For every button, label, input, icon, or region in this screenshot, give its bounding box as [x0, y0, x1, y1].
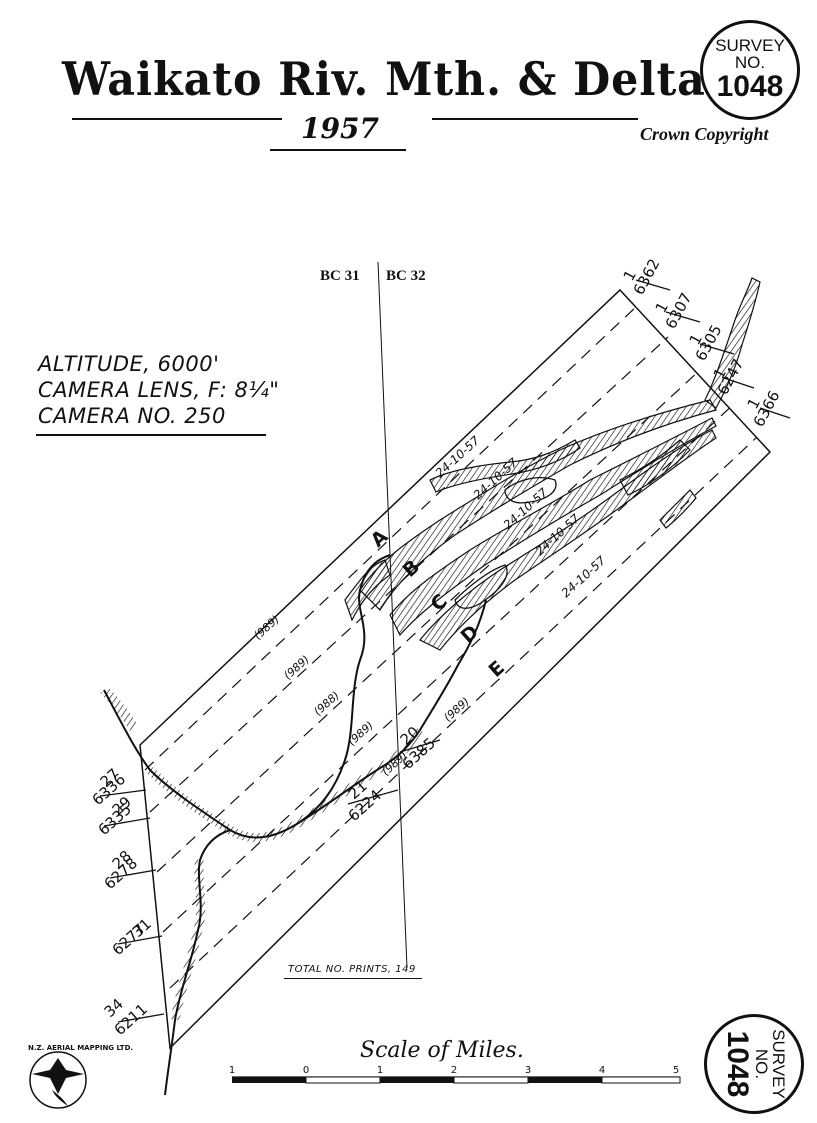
scale-segment-1 — [232, 1077, 306, 1083]
island-c — [454, 564, 508, 609]
coast-hatch-south-bank — [297, 727, 424, 826]
run-line-2 — [149, 336, 669, 813]
scale-bar: 1 0 1 2 3 4 5 — [229, 1065, 681, 1084]
tick-6336 — [99, 789, 147, 797]
tick-6305 — [699, 343, 735, 355]
logo-ring — [29, 1051, 87, 1109]
survey-year: 1957 — [301, 112, 379, 145]
island-a — [344, 559, 391, 622]
channel-a — [359, 399, 717, 611]
delta-islands — [454, 477, 557, 609]
scale-segment-6 — [601, 1076, 681, 1084]
southern-branch — [619, 439, 691, 496]
run-id-label: (989) — [281, 653, 312, 682]
camera-lens-text: CAMERA LENS, F: 8¼" — [38, 378, 280, 402]
tick-6211 — [117, 1013, 165, 1023]
scale-segment-2 — [305, 1076, 381, 1084]
survey-number-stamp: SURVEY NO. 1048 — [700, 20, 800, 120]
total-prints-note: TOTAL NO. PRINTS, 149 — [288, 964, 416, 975]
camera-number-text: CAMERA NO. 250 — [38, 404, 226, 428]
tick-6247 — [723, 377, 755, 389]
print-number-ticks — [99, 279, 791, 1023]
run-id-label: (989) — [251, 613, 282, 642]
run-letter-e: E — [485, 657, 509, 682]
info-underline — [36, 434, 266, 436]
tick-6224 — [347, 789, 399, 805]
scale-tick-labels: 1 0 1 2 3 4 5 — [229, 1065, 679, 1076]
coast-hatch-north — [100, 686, 139, 731]
tick-6366 — [759, 407, 791, 419]
aerial-mapping-logo: N.Z. AERIAL MAPPING LTD. — [28, 1044, 133, 1109]
tick-6385 — [399, 739, 441, 753]
scale-title: Scale of Miles. — [360, 1038, 524, 1063]
run-id-label: (988) — [311, 689, 342, 718]
logo-text: N.Z. AERIAL MAPPING LTD. — [28, 1044, 133, 1052]
run-line-1 — [144, 304, 639, 771]
stamp-no-label: NO. — [734, 53, 766, 72]
scale-tick-2: 1 — [377, 1065, 383, 1076]
total-prints-underline — [284, 978, 422, 979]
scale-segment-4 — [453, 1076, 529, 1084]
run-line-4 — [162, 402, 736, 933]
grid-label-bc31: BC 31 — [320, 268, 360, 284]
northern-channel — [429, 439, 581, 493]
title-rule-right — [432, 118, 638, 120]
year-underline — [270, 149, 406, 151]
run-line-3 — [156, 369, 701, 873]
flight-run-lines — [144, 304, 758, 989]
coast-hatch-south — [170, 859, 206, 1021]
logo-nz-map-icon — [52, 1090, 68, 1106]
upstream-river — [704, 277, 761, 409]
stamp-number: 1048 — [716, 70, 784, 103]
title-rule-left — [72, 118, 282, 120]
coast-hatch-harbour — [146, 766, 303, 842]
tick-6362 — [635, 279, 671, 291]
copyright-notice: Crown Copyright — [640, 124, 769, 144]
scale-tick-1: 0 — [303, 1065, 309, 1076]
south-bank-fragment — [659, 489, 697, 529]
tick-6335 — [103, 817, 151, 827]
logo-wings-icon — [32, 1058, 84, 1094]
scale-segment-3 — [380, 1077, 454, 1083]
river-delta — [344, 277, 761, 651]
tick-6278 — [109, 869, 157, 879]
tick-6307 — [665, 311, 701, 323]
island-b — [504, 477, 557, 504]
run-line-5 — [169, 436, 758, 989]
map-title: Waikato Riv. Mth. & Delta — [62, 52, 706, 106]
grid-label-bc32: BC 32 — [386, 268, 426, 284]
scale-tick-5: 4 — [599, 1065, 605, 1076]
scale-tick-4: 3 — [525, 1065, 531, 1076]
stamp-survey-label: SURVEY — [715, 36, 785, 55]
scale-tick-3: 2 — [451, 1065, 457, 1076]
run-id-label: (989) — [345, 719, 376, 748]
altitude-text: ALTITUDE, 6000' — [38, 352, 220, 376]
tick-6277 — [117, 935, 163, 945]
run-date-e: 24-10-57 — [559, 553, 609, 600]
scale-segment-5 — [528, 1077, 602, 1083]
scale-tick-0: 1 — [229, 1065, 235, 1076]
scale-tick-6: 5 — [673, 1065, 679, 1076]
